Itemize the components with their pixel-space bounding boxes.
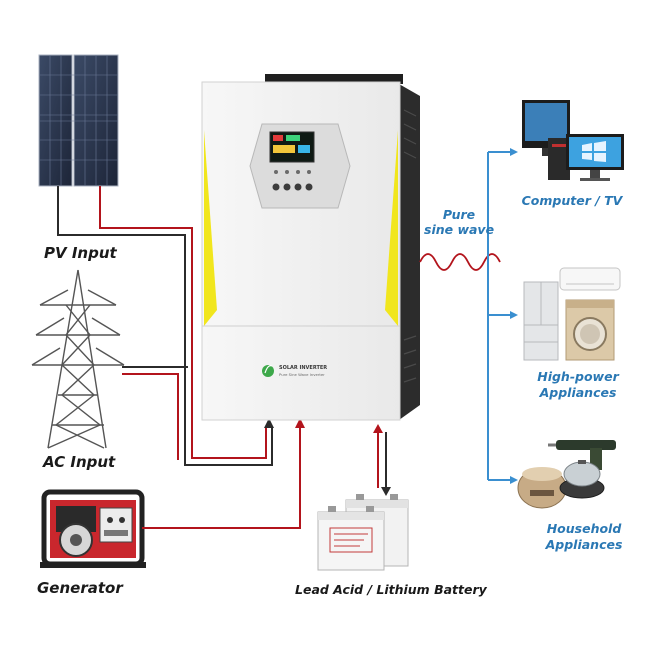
generator-label: Generator <box>37 579 123 597</box>
generator-icon <box>40 489 146 568</box>
output-bus <box>487 148 518 484</box>
household-label-line2: Appliances <box>545 537 623 552</box>
ac-input-line-wire <box>122 373 179 460</box>
pv-positive-wire <box>99 186 267 459</box>
sine-wave-label-line2: sine wave <box>424 222 495 237</box>
generator-wire <box>142 427 301 529</box>
inverter-unit: SOLAR INVERTER Pure Sine Wave Inverter <box>201 74 420 421</box>
sine-wave-label: Pure sine wave <box>424 207 494 237</box>
panel-button-3 <box>294 183 302 191</box>
battery-link-arrows <box>373 424 391 496</box>
sine-wave-label-line1: Pure <box>442 207 476 222</box>
inverter-right-accent <box>385 130 398 326</box>
household-appliances-icon <box>517 440 616 509</box>
household-label-line1: Household <box>546 521 622 536</box>
generator-input-arrow <box>295 418 305 428</box>
panel-button-1 <box>272 183 280 191</box>
high-power-appliances-icon <box>523 267 621 361</box>
inverter-subtitle: Pure Sine Wave Inverter <box>279 372 325 377</box>
sine-wave-icon <box>419 253 501 271</box>
pv-negative-wire <box>57 186 273 466</box>
brand-logo: SOLAR INVERTER Pure Sine Wave Inverter <box>262 365 327 377</box>
computer-tv-label: Computer / TV <box>521 193 623 208</box>
pv-input-arrow <box>264 418 274 428</box>
high-power-label-line1: High-power <box>537 369 619 384</box>
battery-icon <box>317 494 409 571</box>
household-label: Household Appliances <box>536 521 632 553</box>
inverter-left-accent <box>204 130 217 326</box>
solar-panel-icon <box>38 54 119 187</box>
panel-button-2 <box>283 183 291 191</box>
panel-button-4 <box>305 183 313 191</box>
pv-input-label: PV Input <box>44 244 117 262</box>
inverter-brand: SOLAR INVERTER <box>279 365 327 371</box>
high-power-label: High-power Appliances <box>530 369 626 401</box>
battery-label: Lead Acid / Lithium Battery <box>295 582 487 597</box>
high-power-label-line2: Appliances <box>539 385 617 400</box>
computer-tv-icon <box>522 100 624 181</box>
ac-input-label: AC Input <box>43 453 116 471</box>
power-tower-icon <box>31 269 125 449</box>
